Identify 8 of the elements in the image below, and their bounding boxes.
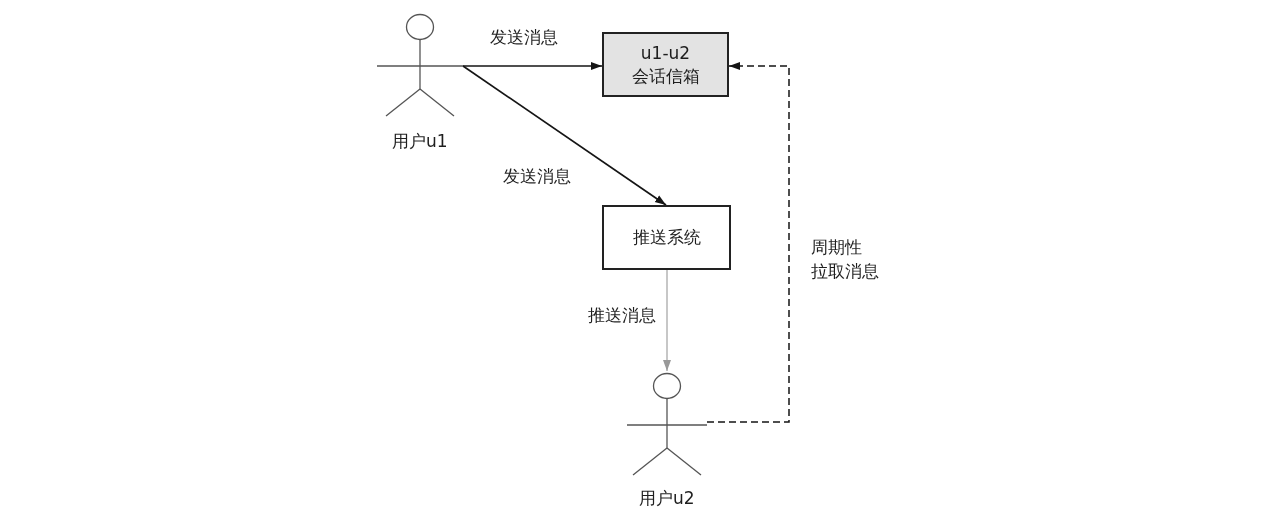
process-box: 推送系统 bbox=[602, 205, 731, 270]
arrow bbox=[462, 65, 667, 206]
actor-label: 用户u2 bbox=[639, 487, 695, 510]
arrow bbox=[706, 62, 790, 423]
arrow bbox=[462, 62, 603, 70]
process-box: u1-u2 会话信箱 bbox=[602, 32, 729, 97]
arrow bbox=[663, 269, 671, 372]
actor-label: 用户u1 bbox=[392, 130, 448, 153]
